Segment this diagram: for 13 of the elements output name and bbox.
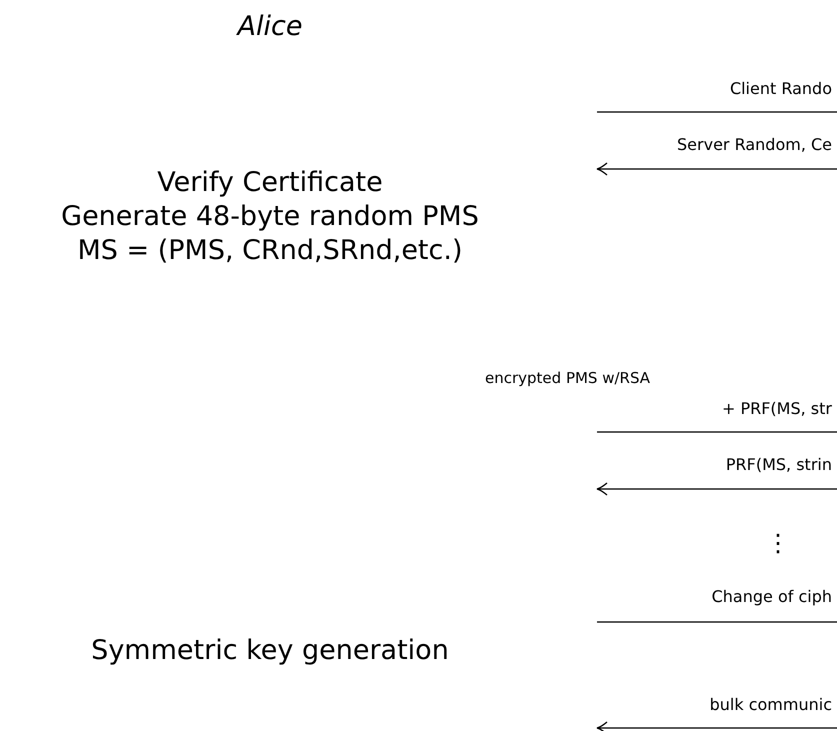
message-label: Server Random, Ce (677, 136, 832, 154)
note-text: Generate 48-byte random PMS (61, 202, 479, 232)
note-text: Symmetric key generation (91, 636, 449, 666)
message-label: encrypted PMS w/RSA (485, 370, 650, 386)
ellipsis-mark: ⋮ (766, 530, 790, 556)
message-label: Change of ciph (712, 588, 832, 606)
participant-name: Alice (238, 12, 302, 42)
note-text: MS = (PMS, CRnd,SRnd,etc.) (78, 236, 462, 266)
message-label: bulk communic (710, 696, 832, 714)
note-text: Verify Certificate (157, 168, 383, 198)
message-label: PRF(MS, strin (726, 456, 832, 474)
message-label: + PRF(MS, str (722, 400, 832, 418)
message-label: Client Rando (730, 80, 832, 98)
